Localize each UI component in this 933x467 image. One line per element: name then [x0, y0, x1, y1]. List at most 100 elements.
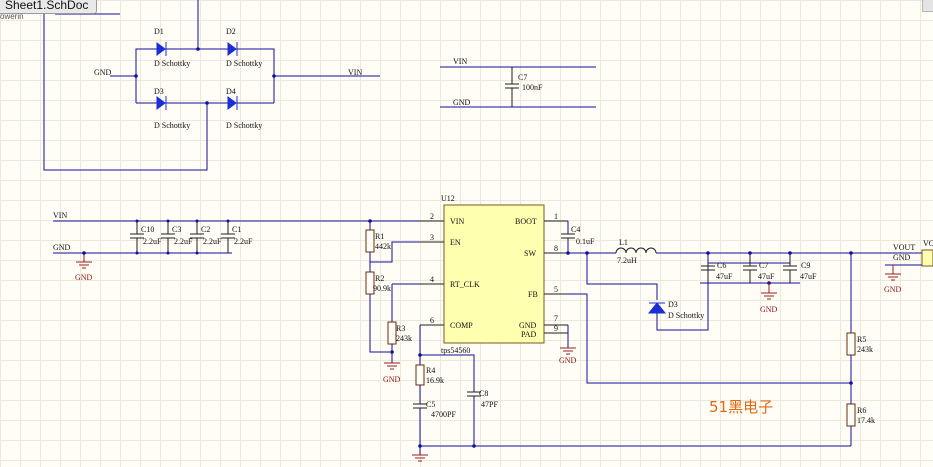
vout-net: VOUT — [893, 243, 915, 252]
watermark: 51黑电子 — [709, 398, 773, 416]
ic-ref: U12 — [441, 194, 455, 203]
c9-value: 47uF — [800, 272, 817, 281]
enable-divider: R1 442k R2 90.9k R3 243k GND — [365, 219, 420, 384]
pin-num-1: 1 — [554, 212, 558, 221]
input-ground-symbol: GND — [75, 253, 93, 282]
pin-num-7: 7 — [554, 314, 558, 323]
cap-c8[interactable]: C8 47PF — [467, 389, 498, 409]
diode-d2[interactable]: D2 D Schottky — [226, 27, 262, 68]
resistor-r1[interactable]: R1 442k — [365, 229, 391, 253]
pin-num-5: 5 — [554, 285, 558, 294]
input-gnd-net: GND — [53, 243, 71, 252]
c7-out-value: 47uF — [758, 272, 775, 281]
output-connector[interactable]: VOUT GND VO GND — [884, 239, 933, 294]
cap-c10[interactable]: C10 2.2uF — [130, 221, 162, 253]
bridge-vin-net: VIN — [348, 68, 362, 77]
output-ground-label: GND — [760, 305, 778, 314]
pin-name-sw: SW — [524, 249, 536, 258]
pin-num-4: 4 — [430, 275, 434, 284]
c7-gnd-net: GND — [453, 98, 471, 107]
bulk-capacitor-c7[interactable]: VIN GND C7 100nF — [440, 57, 596, 108]
ic-part: tps54560 — [441, 346, 470, 355]
ic-u12[interactable]: U12 tps54560 2 3 4 6 VIN EN RT_CLK COMP … — [420, 194, 568, 355]
feedback-divider: R5 243k R6 17.4k — [568, 251, 875, 446]
c8-ref: C8 — [479, 389, 488, 398]
resistor-r3[interactable]: R3 243k — [387, 321, 412, 345]
bridge-gnd-net: GND — [94, 68, 112, 77]
resistor-r2[interactable]: R2 90.9k — [365, 271, 391, 295]
c7-out-ref: C7 — [759, 261, 768, 270]
r5-value: 243k — [857, 345, 873, 354]
rt-ground-label: GND — [383, 375, 401, 384]
pin-num-3: 3 — [430, 233, 434, 242]
pin-name-en: EN — [450, 238, 461, 247]
d4-ref: D4 — [226, 87, 236, 96]
ic-ground-label: GND — [559, 356, 577, 365]
input-vin-net: VIN — [53, 211, 67, 220]
diode-d1[interactable]: D1 D Schottky — [154, 27, 190, 68]
c7-ref: C7 — [518, 73, 527, 82]
corner-widget[interactable] — [922, 0, 933, 12]
r2-value: 90.9k — [373, 284, 391, 293]
resistor-r4[interactable]: R4 16.9k — [415, 364, 444, 386]
cap-c6[interactable]: C6 47uF — [701, 261, 733, 283]
tab-label: Sheet1.SchDoc — [5, 0, 89, 12]
c4-value: 0.1uF — [576, 237, 595, 246]
c1-value: 2.2uF — [234, 237, 253, 246]
pin-num-8: 8 — [554, 244, 558, 253]
r6-value: 17.4k — [857, 416, 875, 425]
c10-ref: C10 — [141, 225, 154, 234]
tab-sheet1[interactable]: Sheet1.SchDoc — [0, 0, 98, 14]
d3-catch-ref: D3 — [668, 300, 678, 309]
resistor-r5[interactable]: R5 243k — [846, 332, 873, 356]
d1-value: D Schottky — [154, 59, 190, 68]
output-ground-symbol: GND — [760, 283, 778, 314]
cap-c9[interactable]: C9 47uF — [783, 253, 817, 283]
output-caps: C6 47uF C7 47uF C9 47uF G — [700, 251, 817, 314]
r3-value: 243k — [396, 334, 412, 343]
cap-c1[interactable]: C1 2.2uF — [221, 221, 253, 253]
d4-value: D Schottky — [226, 121, 262, 130]
r6-ref: R6 — [857, 406, 866, 415]
inductor-l1[interactable]: L1 7.2uH — [615, 238, 657, 265]
r3-ref: R3 — [396, 324, 405, 333]
c4-ref: C4 — [571, 225, 580, 234]
c1-ref: C1 — [232, 225, 241, 234]
pin-name-fb: FB — [528, 290, 538, 299]
c10-value: 2.2uF — [143, 237, 162, 246]
header-partial-text: owerin — [0, 12, 24, 21]
r5-ref: R5 — [857, 335, 866, 344]
vout-gnd-net: GND — [893, 253, 911, 262]
boot-cap-c4[interactable]: C4 0.1uF — [561, 221, 595, 253]
pin-name-boot: BOOT — [515, 217, 537, 226]
r4-ref: R4 — [426, 366, 435, 375]
r4-value: 16.9k — [426, 376, 444, 385]
d3-bridge-ref: D3 — [154, 87, 164, 96]
cap-c7-out[interactable]: C7 47uF — [743, 253, 775, 283]
comp-ground-symbol — [412, 454, 428, 462]
input-ground-label: GND — [75, 273, 93, 282]
ic-ground: GND — [559, 325, 577, 365]
l1-ref: L1 — [619, 238, 628, 247]
switch-node: L1 7.2uH D3 D Schottky — [566, 238, 933, 331]
diode-d4[interactable]: D4 D Schottky — [226, 87, 262, 130]
r2-ref: R2 — [375, 274, 384, 283]
r1-value: 442k — [375, 242, 391, 251]
c7-vin-net: VIN — [453, 57, 467, 66]
connector-ground-label: GND — [884, 285, 902, 294]
c2-ref: C2 — [201, 225, 210, 234]
pin-name-comp: COMP — [450, 321, 473, 330]
c6-ref: C6 — [717, 261, 726, 270]
pin-num-2: 2 — [430, 212, 434, 221]
c3-value: 2.2uF — [174, 237, 193, 246]
pin-num-9: 9 — [554, 324, 558, 333]
c7-value: 100nF — [522, 83, 543, 92]
diode-d3-bridge[interactable]: D3 D Schottky — [154, 87, 190, 130]
d1-ref: D1 — [154, 27, 164, 36]
resistor-r6[interactable]: R6 17.4k — [846, 403, 875, 427]
c2-value: 2.2uF — [203, 237, 222, 246]
cap-c3[interactable]: C3 2.2uF — [161, 221, 193, 253]
cap-c2[interactable]: C2 2.2uF — [190, 221, 222, 253]
